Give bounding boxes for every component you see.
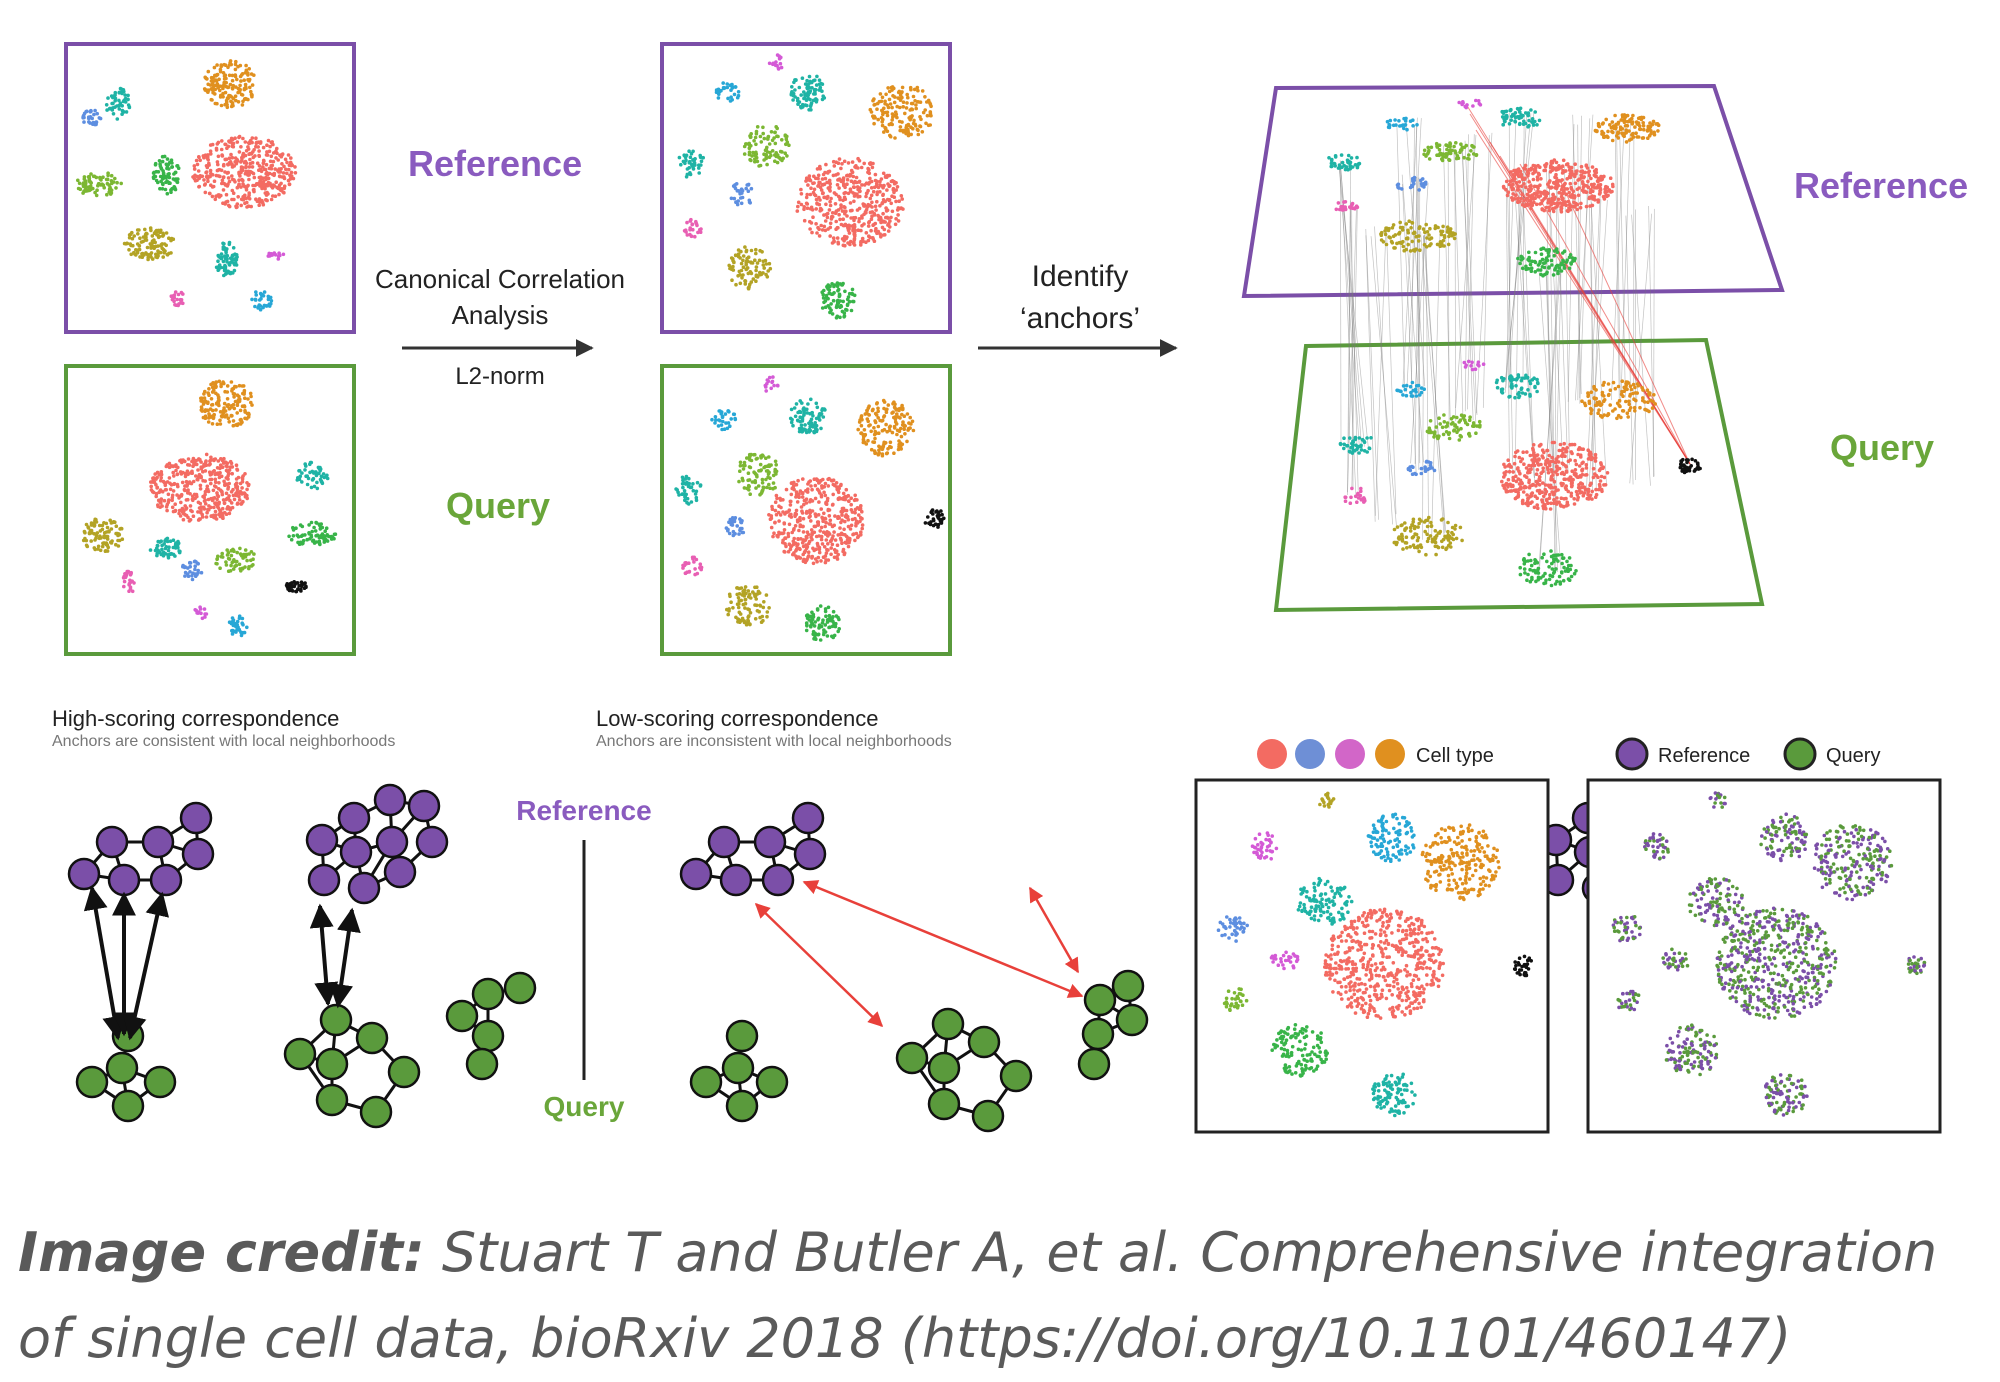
identify-label-line2: ‘anchors’ bbox=[1020, 302, 1140, 335]
identify-label-line1: Identify bbox=[1032, 260, 1129, 293]
panel-reference-cca bbox=[662, 44, 950, 332]
cell-cluster bbox=[1386, 117, 1419, 132]
panel-integrated-celltype bbox=[1196, 780, 1548, 1132]
cell-cluster bbox=[1500, 107, 1541, 129]
reference-3d-label: Reference bbox=[1794, 165, 1968, 206]
low-scoring-title: Low-scoring correspondence bbox=[596, 706, 879, 731]
cell-cluster bbox=[1396, 176, 1428, 192]
legend-reference-label: Reference bbox=[1658, 745, 1750, 767]
reference-graph-1 bbox=[69, 803, 213, 895]
bottom-reference-label: Reference bbox=[516, 795, 651, 826]
cell-cluster bbox=[1422, 141, 1478, 162]
reference-graph-2 bbox=[307, 785, 447, 903]
bottom-query-label: Query bbox=[544, 1091, 625, 1122]
high-scoring-subtitle: Anchors are consistent with local neighb… bbox=[52, 733, 395, 750]
cell-cluster bbox=[1457, 99, 1482, 110]
cell-cluster bbox=[1594, 113, 1661, 144]
query-graph-4 bbox=[691, 1021, 787, 1121]
cell-cluster bbox=[1335, 200, 1360, 212]
cell-cluster bbox=[1339, 436, 1373, 455]
panel-query-raw bbox=[66, 366, 354, 654]
caption-bold: Image credit: bbox=[18, 1221, 425, 1284]
anchor-3d-view bbox=[1244, 86, 1782, 610]
panel-reference-raw bbox=[66, 44, 354, 332]
cca-label-line2: Analysis bbox=[452, 300, 549, 330]
cell-cluster bbox=[1395, 381, 1426, 398]
legend-query-label: Query bbox=[1826, 745, 1880, 767]
query-graph-6 bbox=[1079, 971, 1147, 1079]
reference-label: Reference bbox=[408, 143, 582, 184]
query-label: Query bbox=[446, 485, 550, 526]
reference-graph-3 bbox=[681, 803, 825, 895]
legend-celltype: Cell type bbox=[1257, 739, 1494, 769]
query-graph-3 bbox=[447, 973, 535, 1079]
query-graph-2 bbox=[285, 1005, 419, 1127]
query-3d-label: Query bbox=[1830, 427, 1934, 468]
image-credit-caption: Image credit: Stuart T and Butler A, et … bbox=[18, 1210, 1978, 1382]
cell-cluster bbox=[1495, 373, 1540, 399]
cell-cluster bbox=[1327, 153, 1361, 171]
query-graph-5 bbox=[897, 1009, 1031, 1131]
cell-cluster bbox=[1407, 460, 1437, 477]
legend-dataset: Reference Query bbox=[1617, 739, 1880, 769]
cell-cluster bbox=[1518, 549, 1577, 587]
query-graph-1 bbox=[77, 1021, 175, 1121]
cell-cluster bbox=[1679, 458, 1702, 475]
panel-integrated-dataset bbox=[1588, 780, 1940, 1132]
cca-label-line1: Canonical Correlation bbox=[375, 264, 625, 294]
legend-celltype-label: Cell type bbox=[1416, 745, 1494, 767]
cell-cluster bbox=[1500, 441, 1609, 511]
l2norm-label: L2-norm bbox=[455, 363, 544, 390]
cell-cluster bbox=[1343, 487, 1366, 505]
high-scoring-title: High-scoring correspondence bbox=[52, 706, 339, 731]
low-scoring-subtitle: Anchors are inconsistent with local neig… bbox=[596, 733, 952, 750]
panel-query-cca bbox=[662, 366, 950, 654]
